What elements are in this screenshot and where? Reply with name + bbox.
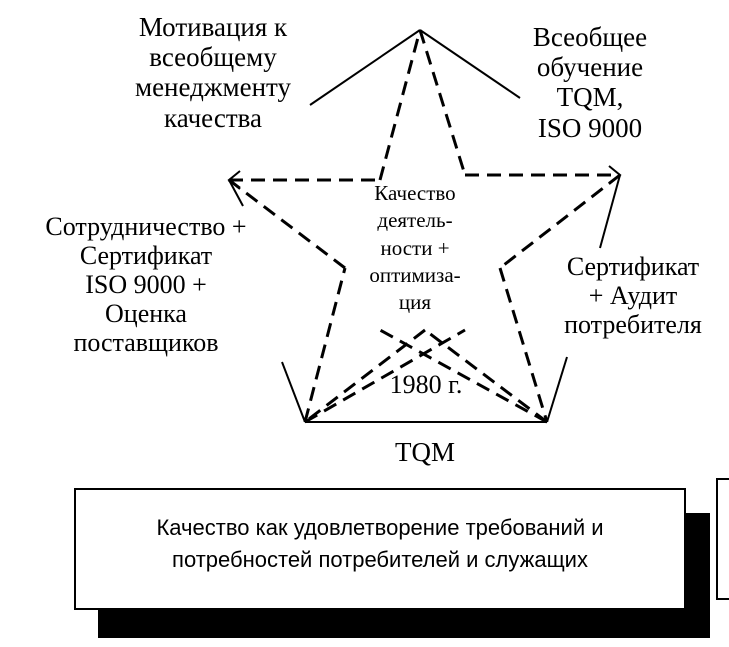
box-text: Качество как удовлетворение требований и…: [76, 512, 684, 576]
label-line: менеджменту: [134, 72, 291, 103]
pentagon-outline: [228, 29, 621, 423]
label-line: Сотрудничество +: [45, 212, 247, 241]
label-line: TQM,: [556, 82, 624, 113]
label-cooperation: Сотрудничество + Сертификат ISO 9000 + О…: [6, 212, 286, 358]
cropped-side-box: [716, 478, 729, 600]
label-line: Оценка: [105, 299, 187, 329]
label-line: ция: [398, 290, 432, 315]
label-line: Сертификат: [79, 241, 213, 271]
label-line: + Аудит: [588, 281, 678, 311]
box-line-2: потребностей потребителей и служащих: [172, 546, 588, 572]
quality-definition-box: Качество как удовлетворение требований и…: [74, 488, 686, 610]
label-line: Качество: [374, 181, 456, 205]
label-line: деятель-: [377, 208, 453, 233]
box-line-1: Качество как удовлетворение требований и: [156, 515, 604, 540]
label-year: 1980 г.: [389, 370, 463, 399]
label-line: Всеобщее: [532, 22, 648, 52]
arrowheads: [227, 165, 622, 190]
label-line: всеобщему: [149, 42, 277, 73]
label-line: качества: [163, 102, 262, 133]
label-line: поставщиков: [73, 328, 219, 358]
label-line: оптимиза-: [369, 262, 461, 287]
dashed-star: [228, 29, 621, 424]
label-certificate-audit: Сертификат + Аудит потребителя: [540, 252, 726, 339]
label-line: потребителя: [564, 310, 702, 340]
label-line: обучение: [536, 52, 644, 83]
label-line: Сертификат: [566, 252, 700, 281]
label-motivation: Мотивация к всеобщему менеджменту качест…: [108, 12, 318, 133]
label-line: ISO 9000 +: [85, 270, 207, 300]
label-tqm: TQM: [395, 437, 455, 467]
label-line: ISO 9000: [537, 112, 643, 143]
label-center: Качество деятель- ности + оптимиза- ция: [340, 180, 490, 316]
label-training: Всеобщее обучение TQM, ISO 9000: [510, 22, 670, 143]
label-line: ности +: [380, 235, 450, 260]
label-line: Мотивация к: [138, 12, 288, 42]
